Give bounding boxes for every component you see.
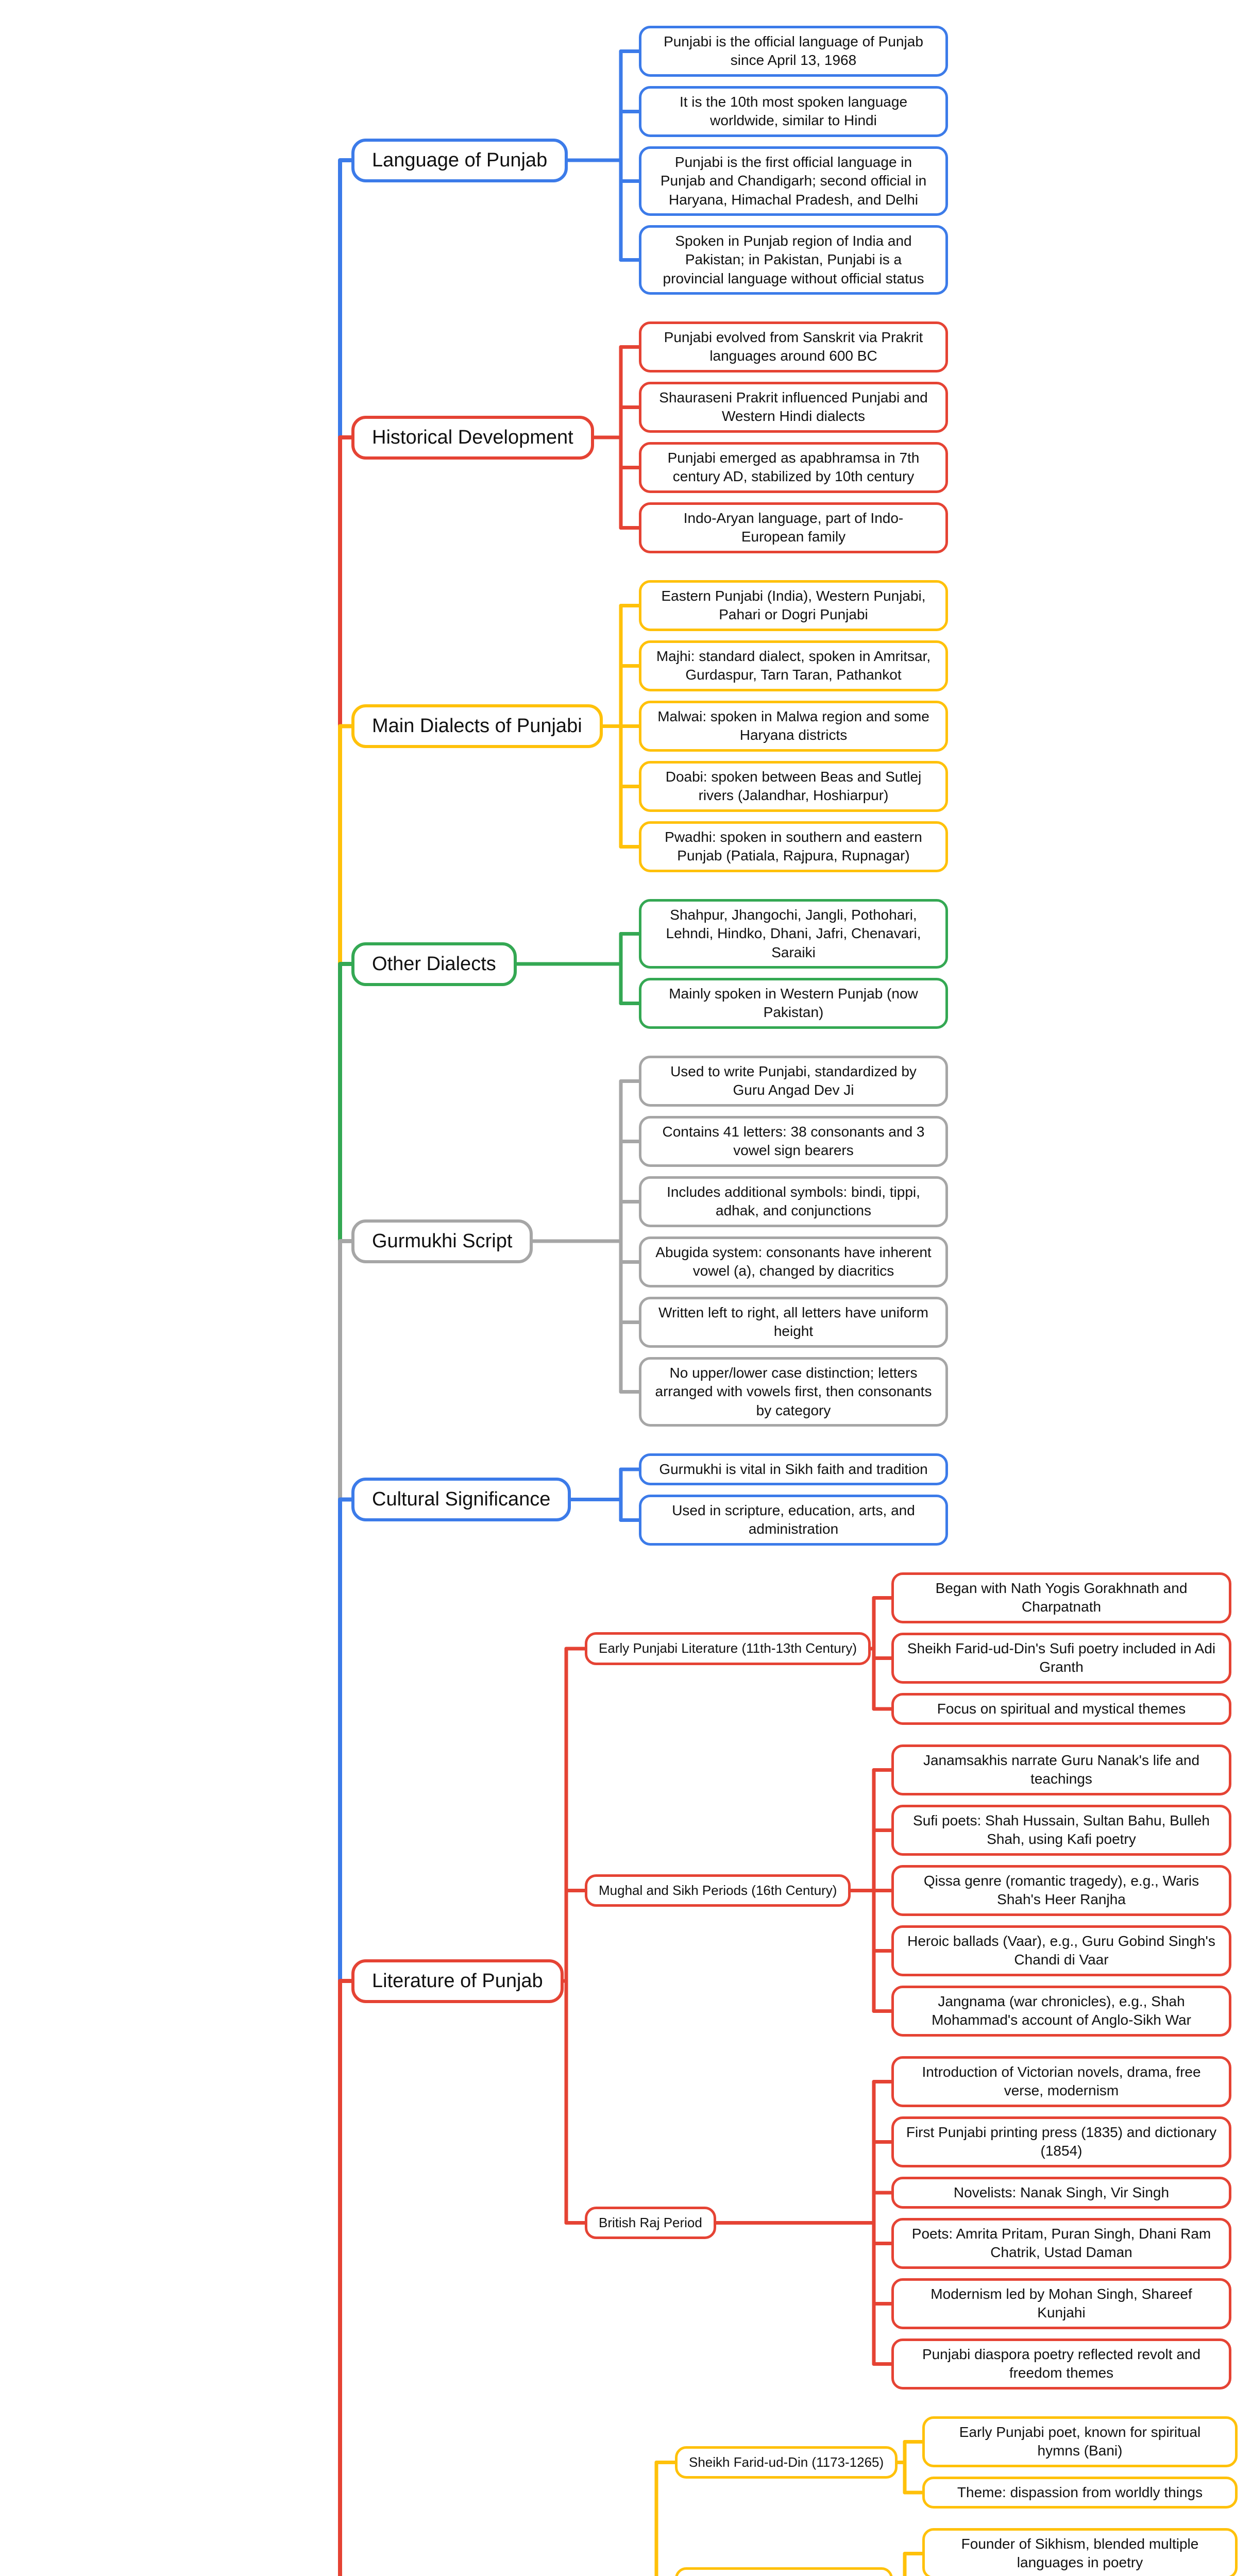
leaf-node: Includes additional symbols: bindi, tipp…	[639, 1176, 948, 1227]
leaf-node: Indo-Aryan language, part of Indo-Europe…	[639, 502, 948, 553]
leaf-node: Sheikh Farid-ud-Din's Sufi poetry includ…	[891, 1633, 1231, 1684]
leaf-node: It is the 10th most spoken language worl…	[639, 86, 948, 137]
leaf-node: Focus on spiritual and mystical themes	[891, 1693, 1231, 1725]
leaf-node: Abugida system: consonants have inherent…	[639, 1236, 948, 1287]
leaf-node: Sufi poets: Shah Hussain, Sultan Bahu, B…	[891, 1805, 1231, 1856]
leaf-node: Punjabi emerged as apabhramsa in 7th cen…	[639, 442, 948, 493]
leaf-node: Began with Nath Yogis Gorakhnath and Cha…	[891, 1572, 1231, 1623]
topic-node-british-raj-period: British Raj Period	[585, 2206, 716, 2240]
leaf-node: Mainly spoken in Western Punjab (now Pak…	[639, 978, 948, 1029]
leaf-node: Pwadhi: spoken in southern and eastern P…	[639, 821, 948, 872]
branch-node-language-of-punjab: Language of Punjab	[351, 138, 568, 182]
topic-node-guru-nanak-dev-ji-1469-1539: Guru Nanak Dev Ji (1469-1539)	[675, 2567, 893, 2576]
leaf-node: Janamsakhis narrate Guru Nanak's life an…	[891, 1744, 1231, 1795]
leaf-node: Used in scripture, education, arts, and …	[639, 1495, 948, 1546]
leaf-node: Used to write Punjabi, standardized by G…	[639, 1056, 948, 1107]
leaf-node: Poets: Amrita Pritam, Puran Singh, Dhani…	[891, 2218, 1231, 2269]
branch-node-gurmukhi-script: Gurmukhi Script	[351, 1219, 533, 1263]
topic-node-mughal-and-sikh-periods-16th-century: Mughal and Sikh Periods (16th Century)	[585, 1874, 851, 1907]
leaf-node: Introduction of Victorian novels, drama,…	[891, 2056, 1231, 2107]
leaf-node: Novelists: Nanak Singh, Vir Singh	[891, 2177, 1231, 2209]
leaf-node: Punjabi is the official language of Punj…	[639, 26, 948, 77]
branch-node-historical-development: Historical Development	[351, 415, 594, 460]
branch-node-cultural-significance: Cultural Significance	[351, 1478, 571, 1522]
leaf-node: Punjabi is the first official language i…	[639, 146, 948, 216]
leaf-node: Founder of Sikhism, blended multiple lan…	[922, 2528, 1238, 2576]
leaf-node: Gurmukhi is vital in Sikh faith and trad…	[639, 1453, 948, 1486]
leaf-node: Early Punjabi poet, known for spiritual …	[922, 2416, 1238, 2467]
leaf-node: No upper/lower case distinction; letters…	[639, 1357, 948, 1427]
leaf-node: Qissa genre (romantic tragedy), e.g., Wa…	[891, 1865, 1231, 1916]
leaf-node: Spoken in Punjab region of India and Pak…	[639, 225, 948, 295]
topic-node-sheikh-farid-ud-din-1173-1265: Sheikh Farid-ud-Din (1173-1265)	[675, 2446, 898, 2479]
leaf-node: Written left to right, all letters have …	[639, 1297, 948, 1348]
branch-node-main-dialects-of-punjabi: Main Dialects of Punjabi	[351, 704, 603, 749]
leaf-node: Malwai: spoken in Malwa region and some …	[639, 701, 948, 752]
leaf-node: Punjabi diaspora poetry reflected revolt…	[891, 2338, 1231, 2389]
leaf-node: Theme: dispassion from worldly things	[922, 2477, 1238, 2509]
leaf-node: Shahpur, Jhangochi, Jangli, Pothohari, L…	[639, 899, 948, 969]
branch-node-literature-of-punjab: Literature of Punjab	[351, 1959, 564, 2003]
branch-node-other-dialects: Other Dialects	[351, 942, 517, 986]
leaf-node: Punjabi evolved from Sanskrit via Prakri…	[639, 321, 948, 372]
leaf-node: Eastern Punjabi (India), Western Punjabi…	[639, 580, 948, 631]
leaf-node: Contains 41 letters: 38 consonants and 3…	[639, 1116, 948, 1167]
leaf-node: Heroic ballads (Vaar), e.g., Guru Gobind…	[891, 1925, 1231, 1976]
leaf-node: Modernism led by Mohan Singh, Shareef Ku…	[891, 2278, 1231, 2329]
topic-node-early-punjabi-literature-11th-13th-century: Early Punjabi Literature (11th-13th Cent…	[585, 1632, 871, 1665]
leaf-node: Doabi: spoken between Beas and Sutlej ri…	[639, 761, 948, 812]
leaf-node: Shauraseni Prakrit influenced Punjabi an…	[639, 382, 948, 433]
leaf-node: Majhi: standard dialect, spoken in Amrit…	[639, 640, 948, 691]
leaf-node: First Punjabi printing press (1835) and …	[891, 2116, 1231, 2167]
leaf-node: Jangnama (war chronicles), e.g., Shah Mo…	[891, 1986, 1231, 2037]
